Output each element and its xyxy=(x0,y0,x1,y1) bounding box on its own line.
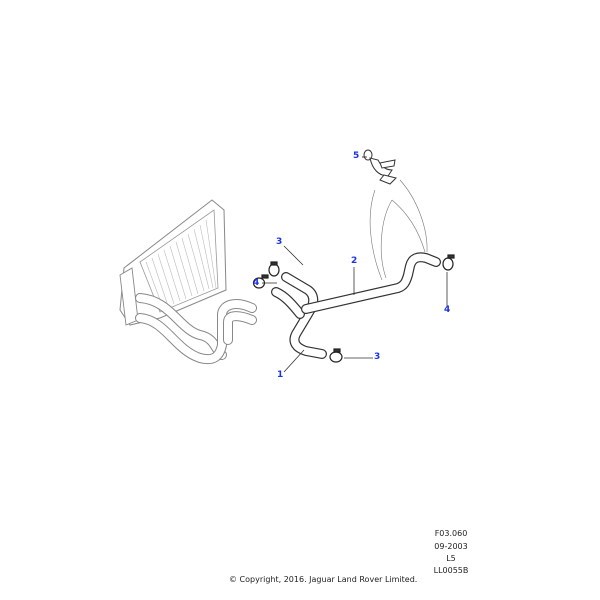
clamps xyxy=(252,254,455,363)
callout-5[interactable]: 5 xyxy=(353,151,360,161)
leader-lines xyxy=(262,156,448,373)
callout-4-right[interactable]: 4 xyxy=(444,305,451,315)
callout-3-top[interactable]: 3 xyxy=(276,237,283,247)
clip-5 xyxy=(363,149,397,185)
heater-core xyxy=(119,199,227,326)
illustration-code: LL0055B xyxy=(433,566,469,575)
model-code: L5 xyxy=(446,554,456,563)
callout-3-bottom[interactable]: 3 xyxy=(374,352,381,362)
hose-1 xyxy=(271,272,327,359)
hose-2 xyxy=(301,252,441,314)
figure-date: 09-2003 xyxy=(434,542,468,551)
callout-4-left[interactable]: 4 xyxy=(253,278,260,288)
bracket-lines xyxy=(369,179,428,281)
figure-number: F03.060 xyxy=(434,529,468,538)
callout-1[interactable]: 1 xyxy=(277,370,284,380)
callout-2[interactable]: 2 xyxy=(351,256,358,266)
heater-pipes xyxy=(135,293,257,365)
copyright: © Copyright, 2016. Jaguar Land Rover Lim… xyxy=(229,575,418,584)
